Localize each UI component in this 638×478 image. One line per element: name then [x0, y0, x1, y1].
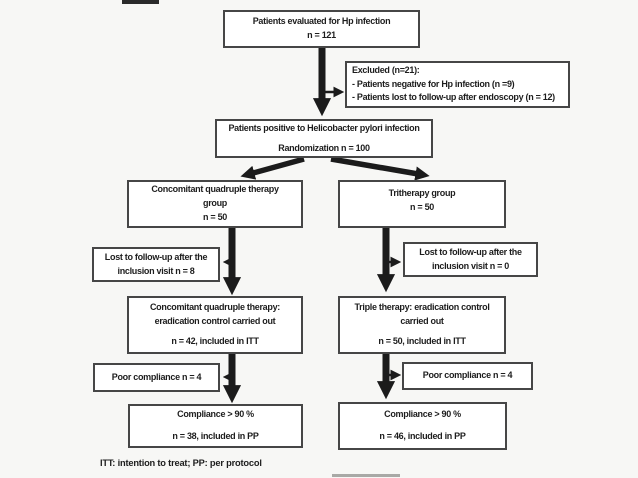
box-line: Tritherapy group [388, 188, 456, 198]
box-line: Patients positive to Helicobacter pylori… [228, 122, 420, 133]
box-line: carried out [400, 316, 444, 327]
box-line: n = 46, included in PP [379, 431, 466, 441]
box-line: Poor compliance n = 4 [111, 371, 202, 382]
box-line: Compliance > 90 % [177, 409, 254, 420]
box-quad-eradication: Concomitant quadruple therapy: eradicati… [127, 296, 303, 354]
box-line: Poor compliance n = 4 [422, 370, 513, 381]
box-tri-group: Tritherapy group n = 50 [338, 180, 506, 228]
box-line: Excluded (n=21): [352, 64, 420, 75]
box-line: Concomitant quadruple therapy: [149, 302, 280, 313]
box-line: Triple therapy: eradication control [354, 302, 490, 313]
box-line: Concomitant quadruple therapy [151, 184, 279, 195]
box-line: n = 38, included in PP [172, 431, 259, 441]
scan-artifact-bottom [332, 474, 400, 477]
box-quad-lost-followup: Lost to follow-up after the inclusion vi… [92, 247, 220, 282]
box-tri-lost-followup: Lost to follow-up after the inclusion vi… [403, 242, 538, 277]
arrow-randomization-to-tri-group [330, 156, 430, 181]
box-patients-evaluated: Patients evaluated for Hp infection n = … [223, 10, 420, 48]
abbreviations-footnote: ITT: intention to treat; PP: per protoco… [100, 458, 262, 468]
box-line: - Patients lost to follow-up after endos… [352, 92, 555, 103]
box-line: n = 50, included in ITT [378, 335, 466, 346]
box-quad-pp: Compliance > 90 % n = 38, included in PP [128, 404, 303, 448]
box-line: eradication control carried out [154, 316, 276, 327]
box-line: n = 42, included in ITT [171, 335, 259, 346]
box-line: Patients evaluated for Hp infection [252, 16, 391, 27]
box-tri-pp: Compliance > 90 % n = 46, included in PP [338, 402, 507, 450]
box-quad-group: Concomitant quadruple therapy group n = … [127, 180, 303, 228]
scan-artifact-top [122, 0, 159, 4]
box-randomization: Patients positive to Helicobacter pylori… [215, 119, 433, 158]
box-tri-eradication: Triple therapy: eradication control carr… [338, 296, 506, 354]
box-line: n = 50 [410, 201, 434, 212]
box-line: Randomization n = 100 [278, 142, 370, 153]
box-excluded: Excluded (n=21): - Patients negative for… [345, 61, 570, 108]
arrow-randomization-to-quad-group [240, 156, 305, 180]
box-quad-poor-compliance: Poor compliance n = 4 [93, 363, 220, 392]
box-line: group [203, 198, 227, 209]
box-line: Lost to follow-up after the [419, 246, 522, 257]
box-line: n = 50 [203, 211, 227, 222]
box-line: inclusion visit n = 8 [117, 265, 195, 276]
box-line: Compliance > 90 % [384, 409, 461, 420]
box-line: - Patients negative for Hp infection (n … [352, 78, 515, 89]
box-tri-poor-compliance: Poor compliance n = 4 [402, 362, 533, 390]
box-line: inclusion visit n = 0 [432, 260, 509, 271]
box-line: Lost to follow-up after the [104, 251, 208, 262]
box-line: n = 121 [307, 30, 336, 40]
